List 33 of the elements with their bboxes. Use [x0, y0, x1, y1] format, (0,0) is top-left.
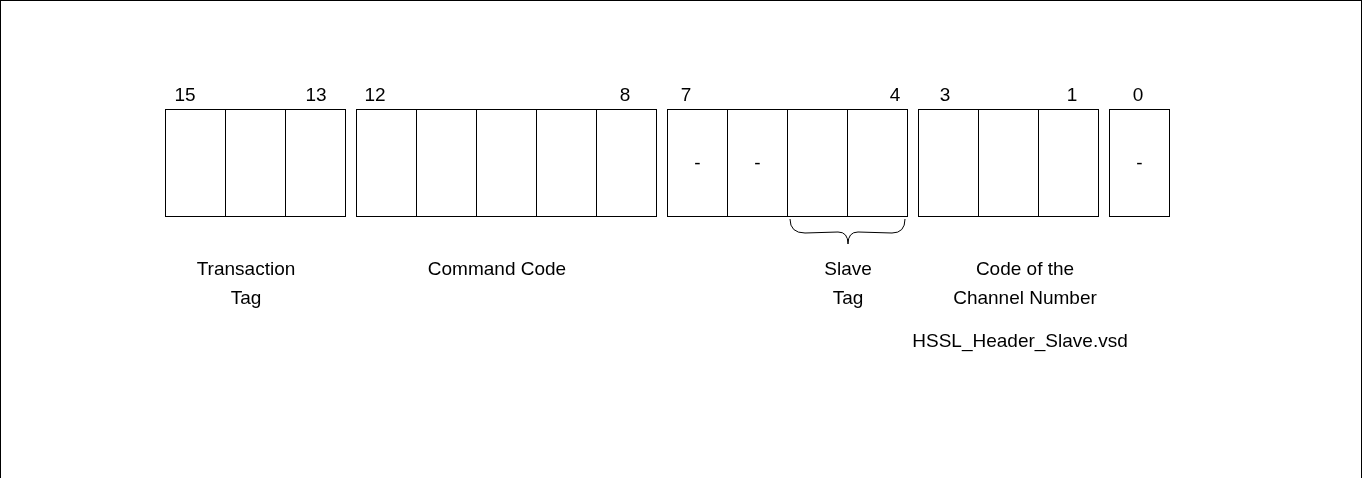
bit-number: 8 [619, 83, 631, 107]
bit-number: 13 [305, 83, 327, 107]
bit-number: 15 [174, 83, 196, 107]
bit-number: 7 [680, 83, 692, 107]
bit-slot [536, 109, 597, 217]
field-name: Command Code [426, 257, 568, 281]
bit-slot [667, 109, 728, 217]
bit-slot [847, 109, 908, 217]
field-name: Transaction Tag [195, 257, 297, 310]
bit-number: 4 [889, 83, 901, 107]
bit-value: - [754, 152, 761, 174]
bit-slot [356, 109, 417, 217]
bit-number: 1 [1066, 83, 1078, 107]
bit-number: 3 [939, 83, 951, 107]
bit-slot [1038, 109, 1099, 217]
bit-value: - [694, 152, 701, 174]
bit-slot [978, 109, 1039, 217]
bit-number: 12 [364, 83, 386, 107]
bit-slot [285, 109, 346, 217]
field-name: Slave Tag [823, 257, 873, 310]
bit-slot [787, 109, 848, 217]
bit-slot [918, 109, 979, 217]
bit-value: - [1136, 152, 1143, 174]
bit-slot [225, 109, 286, 217]
bit-slot [476, 109, 537, 217]
field-name: Code of the Channel Number [952, 257, 1098, 310]
bit-number: 0 [1132, 83, 1144, 107]
bit-slot [1109, 109, 1170, 217]
bit-slot [596, 109, 657, 217]
bit-slot [727, 109, 788, 217]
bit-slot [416, 109, 477, 217]
file-name: HSSL_Header_Slave.vsd [911, 329, 1129, 354]
bit-slot [165, 109, 226, 217]
